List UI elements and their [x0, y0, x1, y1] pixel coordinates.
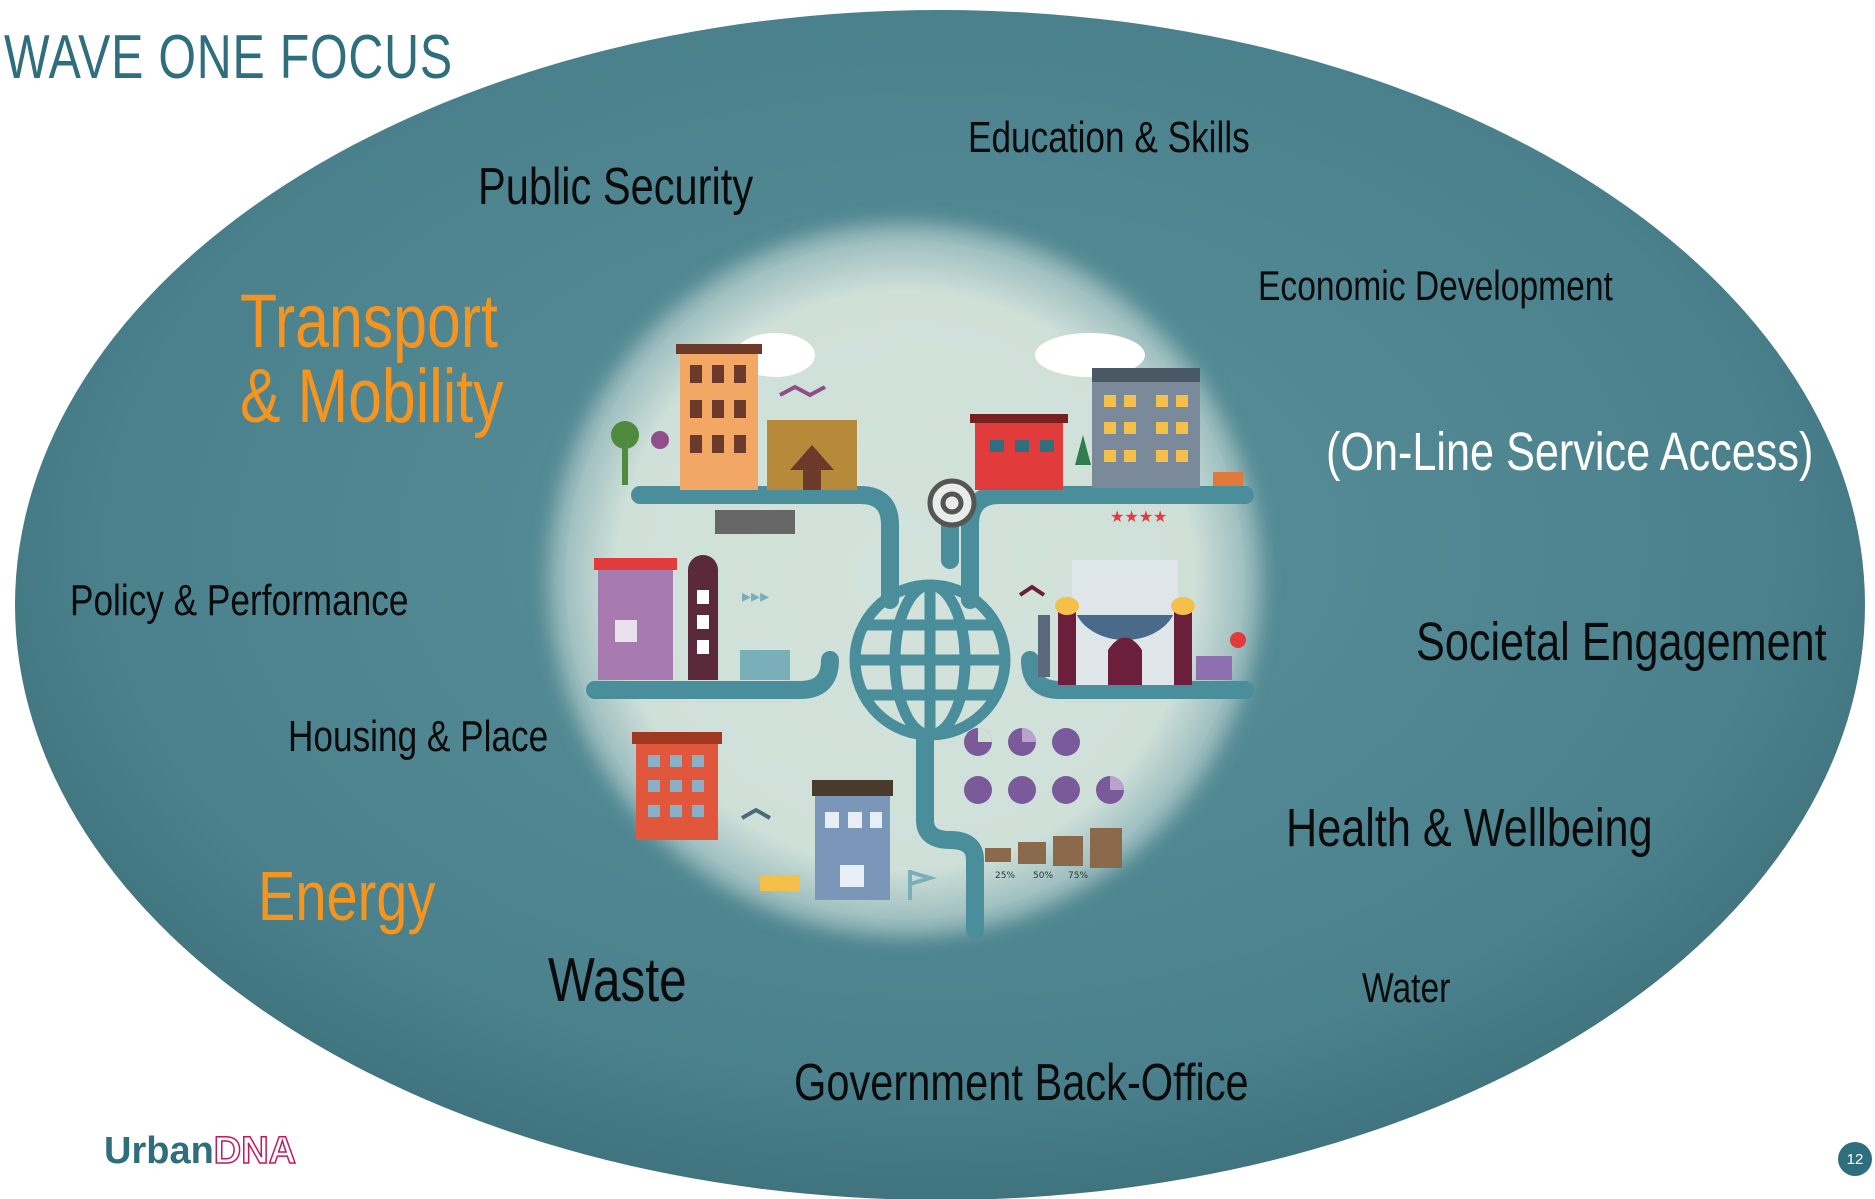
- chart-label: 75%: [1068, 871, 1088, 881]
- label-economic-development: Economic Development: [1258, 262, 1613, 309]
- label-transport-mobility-line2: & Mobility: [240, 354, 504, 439]
- page-number-badge: 12: [1838, 1142, 1872, 1176]
- label-public-security: Public Security: [478, 158, 754, 216]
- city-illustration: ★★★★ ▸▸▸: [550, 225, 1260, 939]
- label-energy: Energy: [258, 857, 436, 935]
- label-water: Water: [1362, 964, 1451, 1011]
- gear-icon: [927, 478, 977, 528]
- svg-text:★★★★: ★★★★: [1110, 507, 1167, 526]
- building-icon: [611, 333, 857, 490]
- label-transport-mobility-line1: Transport: [240, 279, 498, 364]
- pie-chart-icons: [964, 728, 1124, 804]
- building-icon: [1018, 560, 1246, 685]
- label-housing-place: Housing & Place: [288, 712, 549, 761]
- logo-dna-text: DNA: [213, 1129, 297, 1173]
- chart-label: 25%: [995, 871, 1015, 881]
- label-government-back-office: Government Back-Office: [794, 1054, 1249, 1112]
- label-education-skills: Education & Skills: [968, 113, 1250, 162]
- chart-label: 50%: [1033, 871, 1053, 881]
- label-societal-engagement: Societal Engagement: [1416, 612, 1827, 672]
- label-online-service-access: (On-Line Service Access): [1326, 422, 1814, 482]
- building-icon: ▸▸▸: [594, 510, 795, 680]
- building-icon: ★★★★: [970, 333, 1243, 526]
- label-policy-performance: Policy & Performance: [70, 576, 409, 625]
- boxes-icon: [985, 828, 1122, 868]
- building-icon: [632, 732, 937, 900]
- urbandna-logo: UrbanDNA: [104, 1129, 297, 1173]
- label-waste: Waste: [548, 946, 687, 1015]
- globe-icon: [849, 579, 1011, 741]
- svg-text:▸▸▸: ▸▸▸: [742, 586, 769, 607]
- logo-urban-text: Urban: [104, 1130, 214, 1172]
- page-title: WAVE ONE FOCUS: [4, 23, 453, 92]
- label-health-wellbeing: Health & Wellbeing: [1286, 798, 1653, 858]
